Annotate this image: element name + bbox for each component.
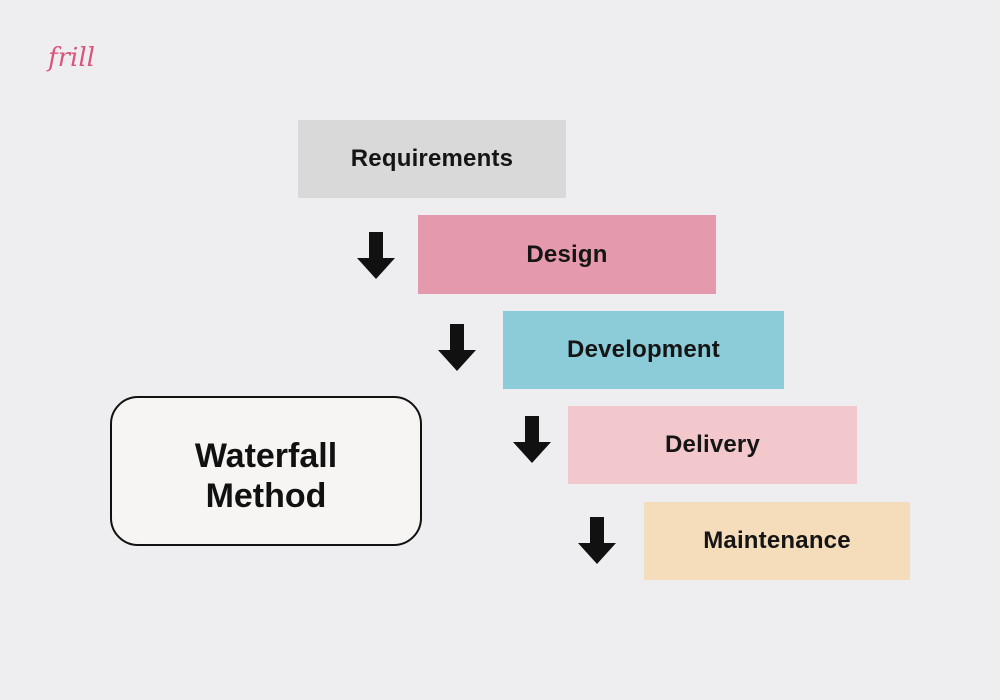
stage-design: Design (418, 215, 716, 294)
stage-label: Design (526, 240, 608, 268)
stage-label: Development (567, 336, 720, 363)
arrow-down-icon (357, 232, 395, 279)
logo-text: frill (46, 43, 95, 73)
stage-requirements: Requirements (298, 120, 566, 198)
frill-logo: frill (46, 43, 95, 73)
arrow-down-icon (513, 416, 551, 463)
stage-label: Requirements (350, 145, 514, 172)
arrow-down-icon (578, 517, 616, 564)
stage-development: Development (503, 311, 784, 389)
arrow-down-icon (438, 324, 476, 371)
stage-label: Maintenance (703, 527, 851, 554)
stage-delivery: Delivery (568, 406, 857, 484)
stage-label: Delivery (665, 431, 760, 458)
method-title-box: Waterfall Method (110, 396, 422, 546)
stage-maintenance: Maintenance (644, 502, 910, 580)
diagram-title: Waterfall Method (194, 437, 338, 515)
